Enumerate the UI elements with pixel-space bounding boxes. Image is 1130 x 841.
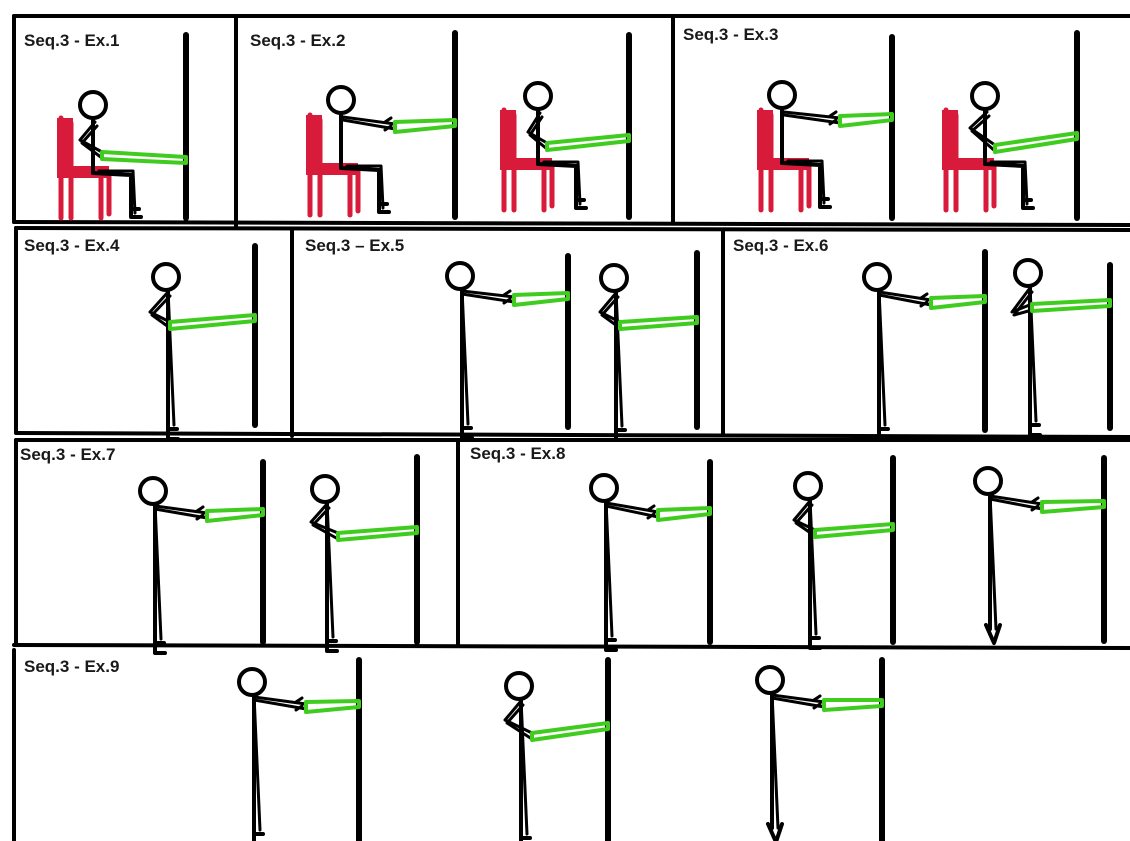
figure-ex8a bbox=[591, 475, 710, 650]
figure-ex2b bbox=[525, 83, 629, 208]
figure-ex4 bbox=[150, 264, 255, 439]
figure-ex6b bbox=[1012, 260, 1110, 435]
figure-ex9b bbox=[505, 673, 608, 841]
figure-ex7a bbox=[140, 478, 263, 653]
chair-icon bbox=[500, 110, 552, 210]
figure-ex1 bbox=[80, 92, 186, 217]
figure-ex7b bbox=[311, 476, 417, 651]
figure-ex2a bbox=[328, 87, 455, 212]
figure-ex8c bbox=[975, 468, 1104, 643]
figure-ex9c bbox=[757, 667, 882, 841]
figure-ex5b bbox=[600, 265, 697, 440]
figure-ex5a bbox=[447, 263, 568, 438]
figure-ex6a bbox=[864, 264, 985, 439]
figure-ex8b bbox=[794, 473, 893, 648]
figure-ex3a bbox=[769, 82, 892, 207]
chair-icon bbox=[57, 118, 109, 218]
figure-ex9a bbox=[239, 669, 359, 841]
